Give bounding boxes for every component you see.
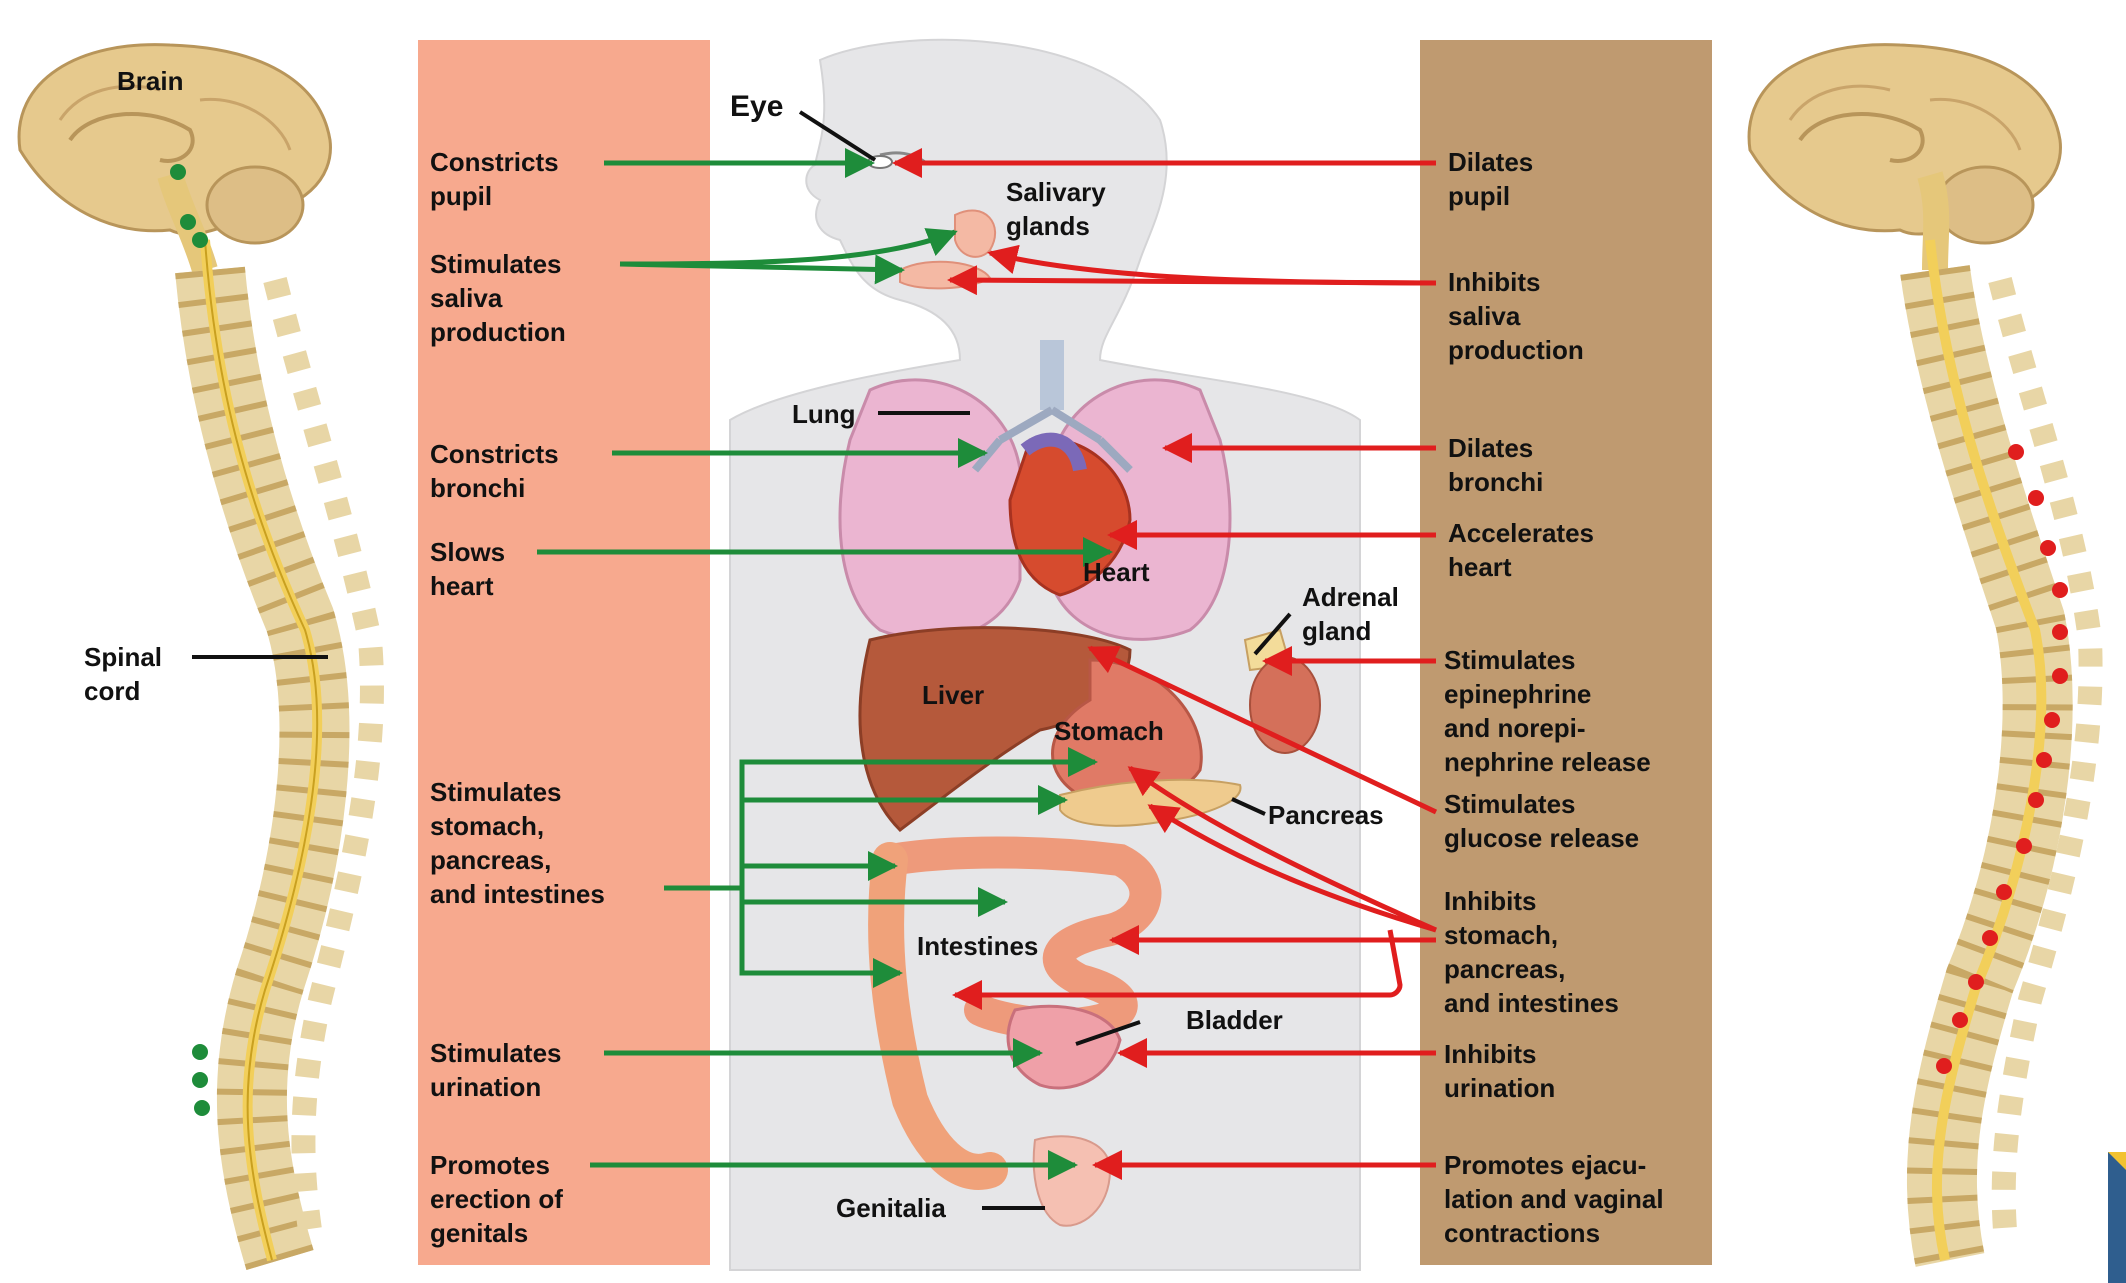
symp-effect-glucose-release: Stimulates glucose release — [1444, 787, 1639, 855]
para-effect-stimulates-saliva: Stimulates saliva production — [430, 247, 566, 349]
intestines-label: Intestines — [917, 929, 1038, 963]
right-brain-illustration — [1749, 45, 2060, 270]
lung-organ — [840, 380, 1020, 639]
salivary-glands-label: Salivary glands — [1006, 175, 1106, 243]
symp-effect-dilates-pupil: Dilates pupil — [1448, 145, 1533, 213]
liver-label: Liver — [922, 678, 984, 712]
symp-effect-accelerates-heart: Accelerates heart — [1448, 516, 1594, 584]
adrenal-gland-label: Adrenal gland — [1302, 580, 1399, 648]
para-effect-constricts-pupil: Constricts pupil — [430, 145, 559, 213]
symp-effect-ejaculation: Promotes ejacu- lation and vaginal contr… — [1444, 1148, 1664, 1250]
eye-label: Eye — [730, 90, 783, 124]
brain-label: Brain — [117, 64, 183, 98]
symp-effect-inhibits-digestion: Inhibits stomach, pancreas, and intestin… — [1444, 884, 1619, 1020]
para-effect-slows-heart: Slows heart — [430, 535, 505, 603]
bladder-label: Bladder — [1186, 1003, 1283, 1037]
para-effect-erection: Promotes erection of genitals — [430, 1148, 563, 1250]
symp-effect-dilates-bronchi: Dilates bronchi — [1448, 431, 1543, 499]
salivary-glands-organ — [955, 210, 995, 256]
pancreas-label: Pancreas — [1268, 798, 1384, 832]
genitalia-label: Genitalia — [836, 1191, 946, 1225]
left-spine-illustration — [205, 240, 372, 1260]
symp-effect-inhibits-urination: Inhibits urination — [1444, 1037, 1555, 1105]
corner-accent — [2108, 1152, 2126, 1283]
para-effect-constricts-bronchi: Constricts bronchi — [430, 437, 559, 505]
para-effect-stimulates-urination: Stimulates urination — [430, 1036, 562, 1104]
right-spine-illustration — [1930, 240, 2091, 1260]
heart-label: Heart — [1083, 555, 1149, 589]
symp-effect-epinephrine: Stimulates epinephrine and norepi- nephr… — [1444, 643, 1651, 779]
stomach-label: Stomach — [1054, 714, 1164, 748]
symp-effect-inhibits-saliva: Inhibits saliva production — [1448, 265, 1584, 367]
spinal-cord-label: Spinal cord — [84, 640, 162, 708]
lung-label: Lung — [792, 397, 856, 431]
para-effect-stimulates-digestion: Stimulates stomach, pancreas, and intest… — [430, 775, 605, 911]
